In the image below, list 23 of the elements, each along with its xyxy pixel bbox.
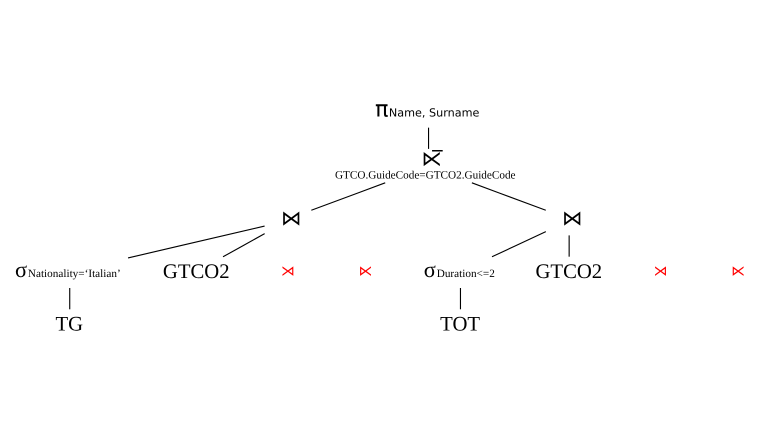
node-text: πName, Surname — [375, 96, 480, 122]
node-text: ⋈ — [562, 208, 584, 230]
label: ⋉ — [358, 263, 372, 280]
node-text: ⋉̅ GTCO.GuideCode=GTCO2.GuideCode — [334, 148, 516, 182]
node-text: σDuration<=2 — [424, 256, 495, 282]
connector — [128, 225, 265, 258]
node-text: TOT — [440, 312, 480, 335]
connector — [222, 232, 265, 257]
label: ⋉ — [731, 263, 746, 280]
connector — [492, 230, 546, 257]
connector — [460, 288, 462, 309]
connector — [472, 182, 546, 210]
node-text: σNationality=‘Italian’ — [14, 256, 121, 282]
label: ⋊ — [281, 263, 295, 280]
label: ⋊ — [654, 263, 668, 280]
connector — [69, 288, 70, 309]
node-text: TG — [56, 312, 84, 335]
connector — [428, 127, 430, 148]
node-text: GTCO2 — [162, 260, 230, 282]
connector — [311, 182, 386, 210]
node-text: ⋈ — [281, 208, 302, 230]
node-text: GTCO2 — [536, 260, 602, 282]
connector — [568, 234, 570, 256]
